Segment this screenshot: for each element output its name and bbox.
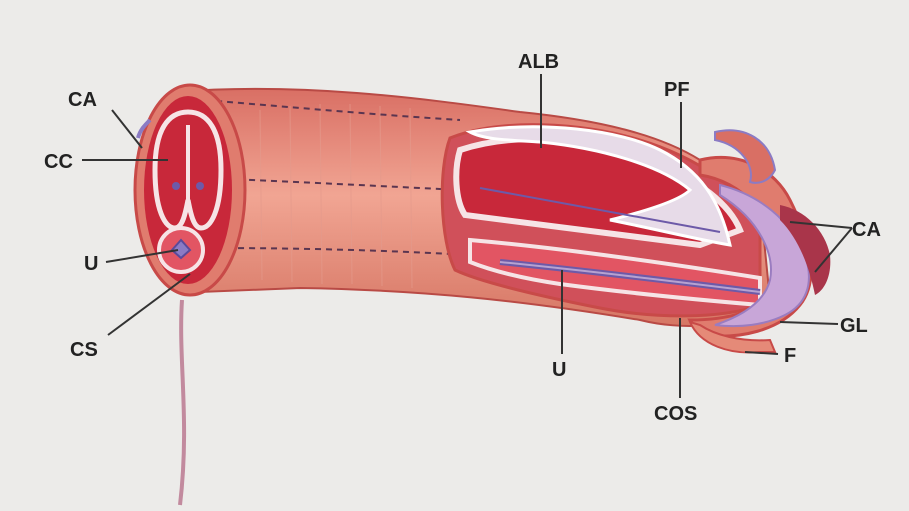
label-cos: COS — [654, 403, 697, 425]
label-gl: GL — [840, 315, 868, 337]
label-pf: PF — [664, 79, 690, 101]
leader-cs — [108, 274, 190, 335]
leader-gl — [780, 322, 838, 324]
cross-section — [135, 85, 245, 295]
label-f: F — [784, 345, 796, 367]
label-u-left: U — [84, 253, 98, 275]
label-ca-left: CA — [68, 89, 97, 111]
label-cs: CS — [70, 339, 98, 361]
label-alb: ALB — [518, 51, 559, 73]
label-cc: CC — [44, 151, 73, 173]
label-ca-right: CA — [852, 219, 881, 241]
leader-ca-left — [112, 110, 142, 148]
label-u-center: U — [552, 359, 566, 381]
dangling-vessel — [180, 300, 184, 505]
